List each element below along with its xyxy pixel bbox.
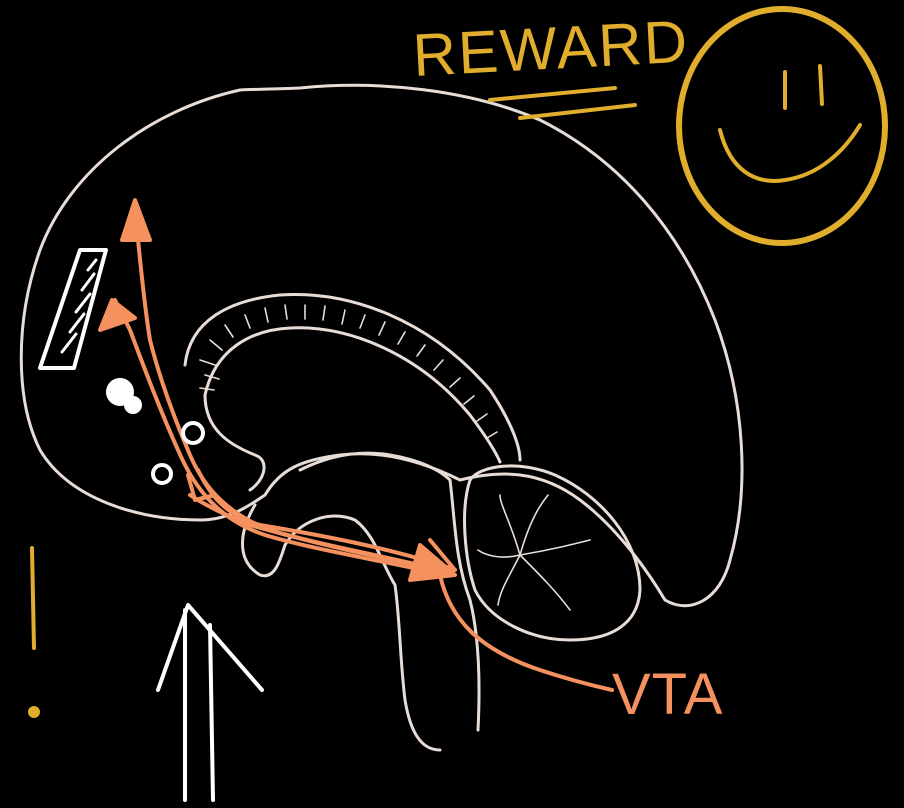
gold-accents [30,9,885,716]
reward-underline-2 [520,105,635,118]
cerebellum-folia [478,495,590,610]
reward-label: REWARD [411,8,691,89]
exclamation-icon [32,548,34,648]
smiley-eye-right [820,66,822,104]
vta-label: VTA [612,662,724,727]
corpus-callosum-inner [205,328,500,462]
dopamine-blob-4 [153,465,171,483]
mesocortical-tract-1 [135,210,440,570]
hatched-rectangle [40,250,106,368]
up-arrow-icon [158,605,262,800]
dopamine-blob-2 [126,398,140,412]
reward-pathway [100,200,612,690]
brain-outline [21,85,742,750]
exclamation-dot [30,708,38,716]
thalamus-outline [205,395,264,490]
brainstem-back [300,453,479,730]
dopamine-blob-3 [183,423,203,443]
reward-underline-1 [490,88,615,100]
corpus-callosum-hatching [200,305,497,438]
smiley-face-icon [679,9,885,243]
smiley-mouth [720,125,860,181]
white-markings [40,250,262,800]
corpus-callosum-outer [185,294,520,460]
cerebellum-outline [465,466,640,640]
arrowhead-cortex-top [122,200,150,240]
